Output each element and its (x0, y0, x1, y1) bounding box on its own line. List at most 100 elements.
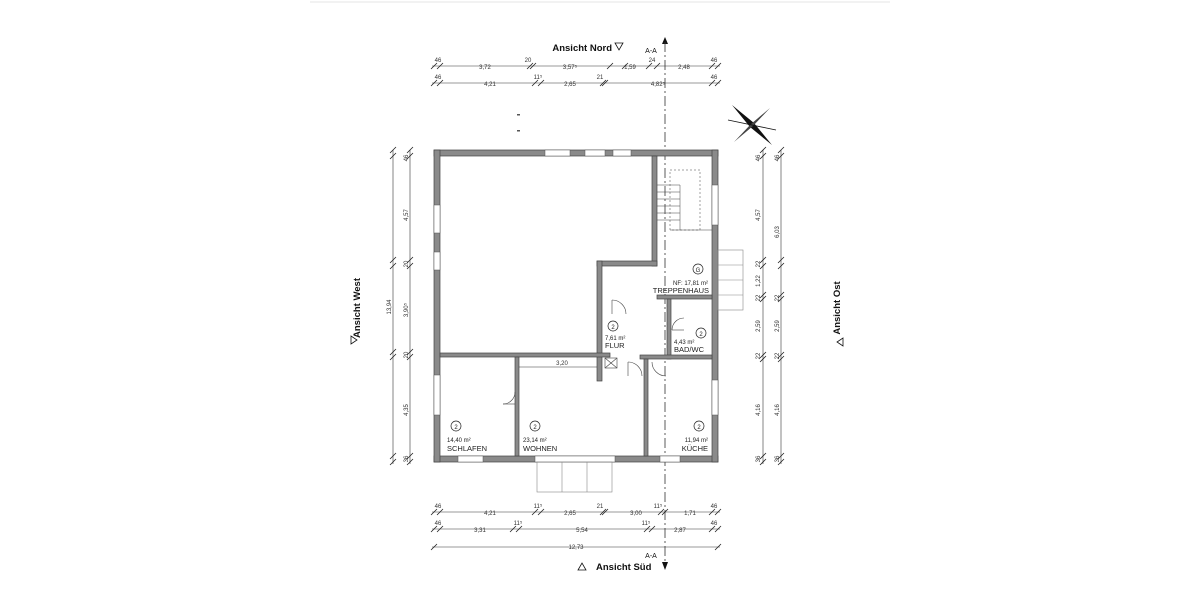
dimension-tick (537, 508, 545, 516)
dimension-tick (526, 62, 534, 70)
dim-label: 2,65 (564, 82, 576, 88)
dim-label: 4,35 (404, 404, 410, 416)
room-name: BAD/WC (674, 345, 705, 354)
room-name: WOHNEN (523, 444, 557, 453)
dim-label: 6,03 (775, 226, 781, 238)
dim-label: 46 (775, 154, 781, 161)
dimension-tick (759, 351, 767, 359)
dim-label: 46 (435, 521, 442, 527)
room-area: 23,14 m² (523, 438, 547, 444)
dimension-tick (406, 262, 414, 270)
dim-label: 4,16 (756, 404, 762, 416)
room-marker-label: 2 (699, 332, 703, 338)
dimension-tick (714, 543, 722, 551)
dim-label: 11⁵ (654, 503, 663, 510)
dimension-tick (777, 351, 785, 359)
dim-label: 11⁵ (642, 520, 651, 527)
dim-label: 11⁵ (514, 520, 523, 527)
dim-label: 20 (404, 260, 410, 267)
dimension-tick (643, 525, 651, 533)
dimension-tick (406, 348, 414, 356)
dimension-tick (759, 458, 767, 466)
dimension-tick (389, 458, 397, 466)
dimension-tick (777, 262, 785, 270)
dimension-tick (430, 79, 438, 87)
room-wohnen: 2 23,14 m² WOHNEN (523, 420, 557, 453)
north-arrow-icon (727, 105, 777, 145)
room-marker-label: 2 (611, 325, 615, 331)
dim-label: 3,00 (630, 511, 642, 517)
room-flur: 2 7,61 m² FLUR (605, 320, 625, 350)
dim-label: 2,65 (564, 511, 576, 517)
windows (433, 149, 719, 463)
dimension-tick (389, 452, 397, 460)
room-name: TREPPENHAUS (653, 286, 709, 295)
dim-label: 24 (649, 58, 656, 64)
dim-label-total: 12,73 (568, 545, 584, 551)
dimension-tick (759, 355, 767, 363)
dimension-tick (531, 508, 539, 516)
right-dimension-labels: 46 4,57 22 1,22 22 2,59 22 4,16 36 46 6,… (756, 154, 781, 462)
terrace (536, 461, 613, 493)
dim-label: 11⁵ (534, 74, 543, 81)
dimension-tick (389, 348, 397, 356)
left-dimension-labels: 13,94 46 4,57 20 3,90⁵ 20 4,35 36 (387, 154, 410, 462)
view-arrow-icon (614, 42, 624, 51)
dimension-tick (430, 508, 438, 516)
dimension-tick (406, 146, 414, 154)
dimension-tick (708, 62, 716, 70)
dimension-tick (606, 62, 614, 70)
dim-label: 46 (711, 58, 718, 64)
dimension-tick (436, 62, 444, 70)
room-marker (607, 320, 619, 332)
dim-label: 22 (756, 260, 762, 267)
dim-label: 3,90⁵ (403, 302, 410, 317)
dim-label: 2,48 (678, 65, 690, 71)
dim-label: 22 (775, 352, 781, 359)
room-area: 7,61 m² (605, 336, 625, 342)
room-badwc: 2 4,43 m² BAD/WC (674, 327, 707, 354)
view-arrow-icon (836, 337, 844, 347)
dimension-tick (599, 508, 607, 516)
dim-label: 3,72 (479, 65, 491, 71)
room-area: 11,94 m² (685, 438, 708, 444)
window-marks (517, 114, 520, 132)
dimension-tick (645, 62, 653, 70)
section-arrow-icon (662, 562, 668, 570)
dimension-tick (648, 525, 656, 533)
dimension-tick (759, 291, 767, 299)
dim-label: 2,59 (756, 320, 762, 332)
dim-label: 22 (756, 294, 762, 301)
dim-label: 46 (435, 75, 442, 81)
room-name: KÜCHE (682, 444, 708, 453)
dimension-tick (430, 543, 438, 551)
dimension-tick (389, 152, 397, 160)
dimension-tick (406, 152, 414, 160)
dimension-tick (515, 525, 523, 533)
left-dimension-chain (392, 150, 411, 464)
dim-label: 4,82⁵ (651, 81, 666, 88)
dim-label: 36 (756, 455, 762, 462)
dim-label: 1,22 (756, 275, 762, 287)
room-area: 14,40 m² (447, 438, 471, 444)
room-marker (529, 420, 541, 432)
right-dimension-chain (762, 150, 782, 464)
dimension-tick (509, 525, 517, 533)
dimension-tick (406, 452, 414, 460)
dimension-tick (653, 62, 661, 70)
room-marker (693, 420, 705, 432)
dimension-tick (661, 508, 669, 516)
room-kueche: 2 11,94 m² KÜCHE (682, 420, 708, 453)
view-label-east: Ansicht Ost (832, 281, 843, 335)
dim-label: 1,71 (684, 511, 696, 517)
room-name: SCHLAFEN (447, 444, 487, 453)
dim-label: 46 (711, 504, 718, 510)
dimension-tick (708, 508, 716, 516)
dimension-tick (777, 295, 785, 303)
dim-label: 11⁵ (534, 503, 543, 510)
view-label-north: Ansicht Nord (552, 43, 612, 54)
dimension-tick (759, 146, 767, 154)
dimension-tick (537, 79, 545, 87)
room-marker-label: 2 (454, 425, 458, 431)
